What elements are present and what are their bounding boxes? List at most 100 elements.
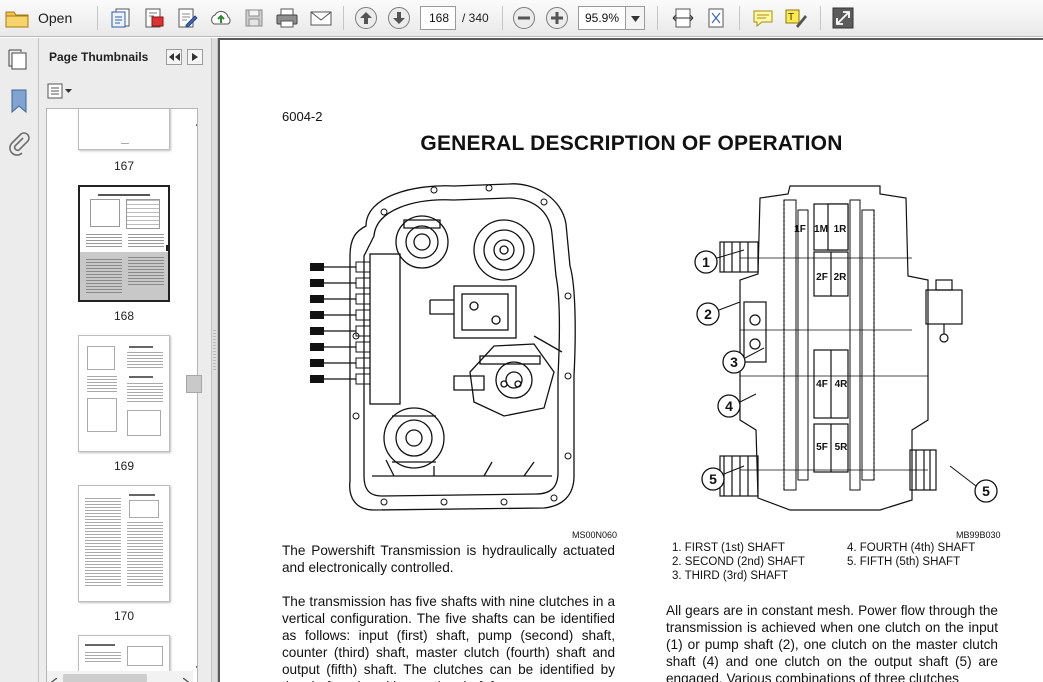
thumbnails-panel: Page Thumbnails 167 [39,38,211,682]
printer-icon [275,7,299,29]
email-button[interactable] [307,5,335,31]
right-figure-code: MB99B030 [956,530,1001,540]
callout-label: 1 [702,254,710,270]
toolbar-separator [97,6,98,30]
print-button[interactable] [273,5,301,31]
fit-width-button[interactable] [669,5,697,31]
pdf-convert-icon [143,7,165,29]
clutch-label: 5R [835,442,849,453]
page-count-label: / 340 [462,11,489,25]
thumbnail-label-167: 167 [113,159,135,173]
page-thumbnails-nav-button[interactable] [7,47,31,76]
callout-label: 2 [704,306,712,322]
thumbnail-label-170: 170 [113,609,135,623]
clutch-label: 1R [834,224,848,235]
open-button[interactable]: Open [4,5,82,31]
arrow-up-icon [354,6,378,30]
pages-icon [7,49,31,75]
shaft-list-item: 1. FIRST (1st) SHAFT [672,542,785,554]
transmission-housing-figure [310,183,576,511]
zoom-out-button[interactable] [511,5,537,31]
collapse-panel-button[interactable] [166,49,182,65]
left-figure-code: MS00N060 [572,530,618,540]
create-pdf-icon [110,7,132,29]
toolbar-separator [502,6,503,30]
clutch-label: 1F [794,224,806,235]
expand-panel-button[interactable] [187,49,203,65]
thumbnail-label-169: 169 [113,459,135,473]
pdf-page: 6004-2 GENERAL DESCRIPTION OF OPERATION [220,40,1043,682]
paperclip-icon [8,132,30,160]
clutch-label: 1M [814,224,828,235]
attachments-nav-button[interactable] [8,132,30,161]
thumbnail-label-168: 168 [113,309,135,323]
thumbnail-scroll-thumb[interactable] [186,375,202,393]
thumbnail-page-168[interactable] [78,185,170,302]
comment-button[interactable] [749,5,777,31]
thumbnail-list: 167 168 [46,108,198,682]
page-reference: 6004-2 [282,109,323,124]
paragraph-intro: The Powershift Transmission is hydraulic… [282,543,615,575]
highlight-text-button[interactable]: T [782,5,810,31]
next-page-button[interactable] [386,5,412,31]
highlighter-icon: T [784,7,808,29]
arrow-down-icon [387,6,411,30]
clutch-label: 2F [816,272,828,283]
zoom-in-button[interactable] [544,5,570,31]
previous-page-button[interactable] [353,5,379,31]
toolbar-separator [343,6,344,30]
convert-pdf-button[interactable] [141,5,167,31]
speech-bubble-icon [751,7,775,29]
disk-save-icon [243,7,265,29]
thumbnail-options-button[interactable] [47,83,73,103]
clutch-label: 5F [816,442,828,453]
page-number-input[interactable]: 168 [420,6,456,30]
splitter-grip [213,330,216,370]
edit-document-icon [176,7,198,29]
create-pdf-button[interactable] [108,5,134,31]
zoom-level-input[interactable]: 95.9% [578,6,626,30]
scroll-down-icon [195,659,197,677]
thumbnail-page-170[interactable] [78,485,170,602]
horizontal-scroll-thumb[interactable] [63,674,147,682]
fullscreen-button[interactable] [829,5,857,31]
chevron-right-icon [192,48,198,66]
thumbnail-page-169[interactable] [78,335,170,452]
expand-icon [832,7,854,29]
navigation-pane-strip [0,38,39,682]
envelope-icon [309,7,333,29]
shaft-list-item: 3. THIRD (3rd) SHAFT [672,570,789,582]
thumbnail-page-167[interactable] [78,109,170,150]
paragraph-shafts: The transmission has five shafts with ni… [282,594,615,682]
clutch-label: 4F [816,379,828,390]
callout-label: 5 [709,471,717,487]
edit-document-button[interactable] [174,5,200,31]
open-label: Open [38,10,73,26]
scroll-up-icon [195,113,197,131]
zoom-dropdown-button[interactable] [626,6,645,30]
clutch-label: 4R [835,379,849,390]
callout-label: 3 [730,354,738,370]
bookmark-icon [8,89,30,118]
shaft-list-column-1: 1. FIRST (1st) SHAFT 2. SECOND (2nd) SHA… [672,541,852,583]
chevron-down-icon [630,9,640,27]
folder-icon [4,7,30,29]
paragraph-power-flow: All gears are in constant mesh. Power fl… [666,603,998,682]
upload-cloud-button[interactable] [207,5,235,31]
fit-width-icon [672,7,694,29]
shaft-list-item: 2. SECOND (2nd) SHAFT [672,556,805,568]
toolbar: Open 168 / 340 [0,0,1043,37]
svg-text:T: T [788,12,794,23]
bookmarks-nav-button[interactable] [8,88,30,119]
document-view: 6004-2 GENERAL DESCRIPTION OF OPERATION [218,38,1043,682]
shaft-list-item: 4. FOURTH (4th) SHAFT [847,542,976,554]
toolbar-separator [657,6,658,30]
toolbar-separator [820,6,821,30]
options-menu-icon [47,83,73,104]
thumbnail-horizontal-scrollbar[interactable] [47,671,193,682]
shaft-list-item: 5. FIFTH (5th) SHAFT [847,556,961,568]
shaft-list-column-2: 4. FOURTH (4th) SHAFT 5. FIFTH (5th) SHA… [847,541,1017,569]
double-chevron-left-icon [168,48,180,66]
fit-page-button[interactable] [702,5,730,31]
save-button[interactable] [241,5,267,31]
